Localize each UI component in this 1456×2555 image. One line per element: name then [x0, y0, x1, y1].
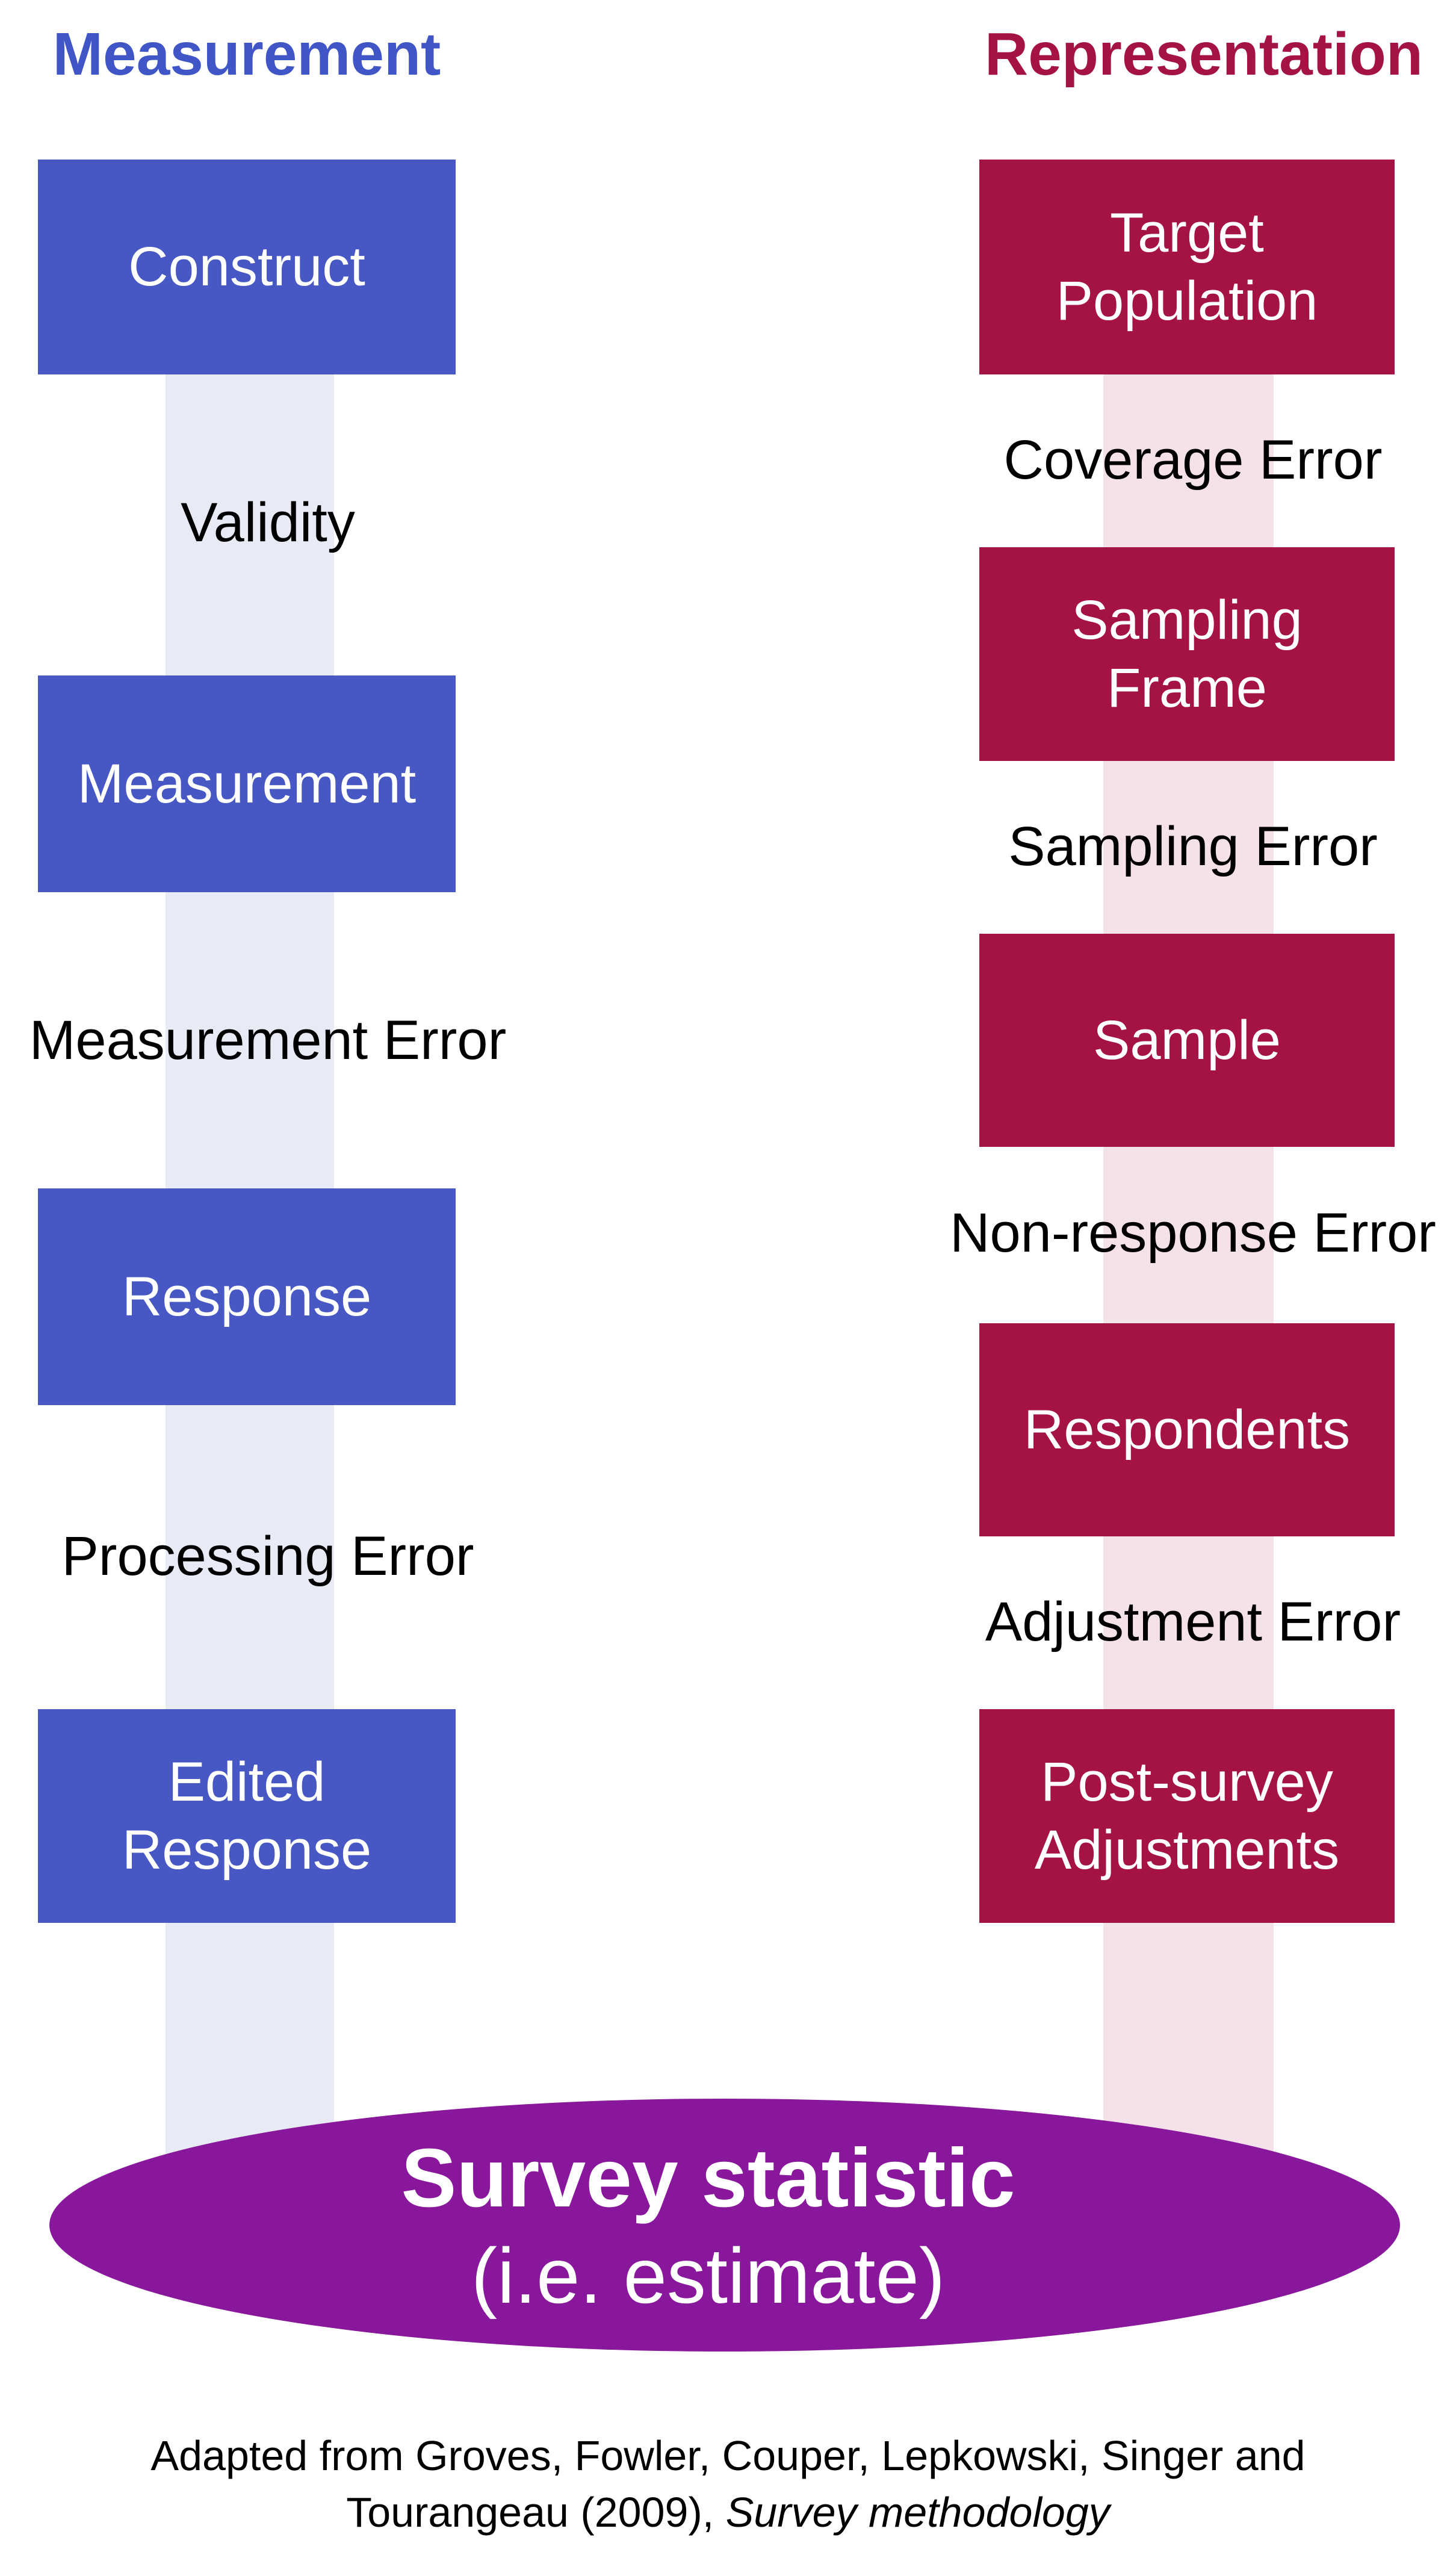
- post-survey-adjustments-box: Post-survey Adjustments: [979, 1709, 1395, 1923]
- measurement-error-label: Measurement Error: [29, 1010, 507, 1071]
- post-survey-adjustments-box-label: Post-survey Adjustments: [1034, 1751, 1340, 1881]
- source-caption-line2-prefix: Tourangeau (2009),: [346, 2489, 726, 2536]
- edited-response-box-label: Edited Response: [122, 1751, 372, 1881]
- sampling-error-label: Sampling Error: [1008, 816, 1378, 877]
- target-population-box: Target Population: [979, 160, 1395, 374]
- sample-box-label: Sample: [1093, 1009, 1281, 1071]
- coverage-error-label: Coverage Error: [1003, 429, 1383, 491]
- edited-response-box: Edited Response: [38, 1709, 456, 1923]
- validity-error-label: Validity: [181, 492, 355, 553]
- measurement-box-label: Measurement: [77, 753, 417, 815]
- representation-column-header: Representation: [985, 20, 1423, 88]
- construct-box: Construct: [38, 160, 456, 374]
- source-caption-line2: Tourangeau (2009), Survey methodology: [0, 2484, 1456, 2541]
- measurement-column-header: Measurement: [52, 20, 441, 88]
- respondents-box: Respondents: [979, 1323, 1395, 1536]
- response-box-label: Response: [122, 1265, 372, 1327]
- sample-box: Sample: [979, 934, 1395, 1147]
- respondents-box-label: Respondents: [1023, 1399, 1351, 1461]
- non-response-error-label: Non-response Error: [950, 1202, 1436, 1264]
- survey-statistic-ellipse: Survey statistic (i.e. estimate): [49, 2099, 1400, 2352]
- sampling-frame-box: Sampling Frame: [979, 547, 1395, 761]
- survey-statistic-subtitle: (i.e. estimate): [471, 2232, 946, 2320]
- source-caption-book-title: Survey methodology: [725, 2489, 1110, 2536]
- source-caption-line1: Adapted from Groves, Fowler, Couper, Lep…: [150, 2432, 1306, 2479]
- construct-box-label: Construct: [128, 236, 365, 298]
- sampling-frame-box-label: Sampling Frame: [1071, 589, 1303, 719]
- source-caption: Adapted from Groves, Fowler, Couper, Lep…: [0, 2427, 1456, 2541]
- survey-statistic-title: Survey statistic: [401, 2131, 1015, 2224]
- processing-error-label: Processing Error: [61, 1526, 474, 1587]
- adjustment-error-label: Adjustment Error: [985, 1591, 1401, 1653]
- target-population-box-label: Target Population: [1056, 202, 1318, 332]
- response-box: Response: [38, 1188, 456, 1405]
- measurement-box: Measurement: [38, 675, 456, 892]
